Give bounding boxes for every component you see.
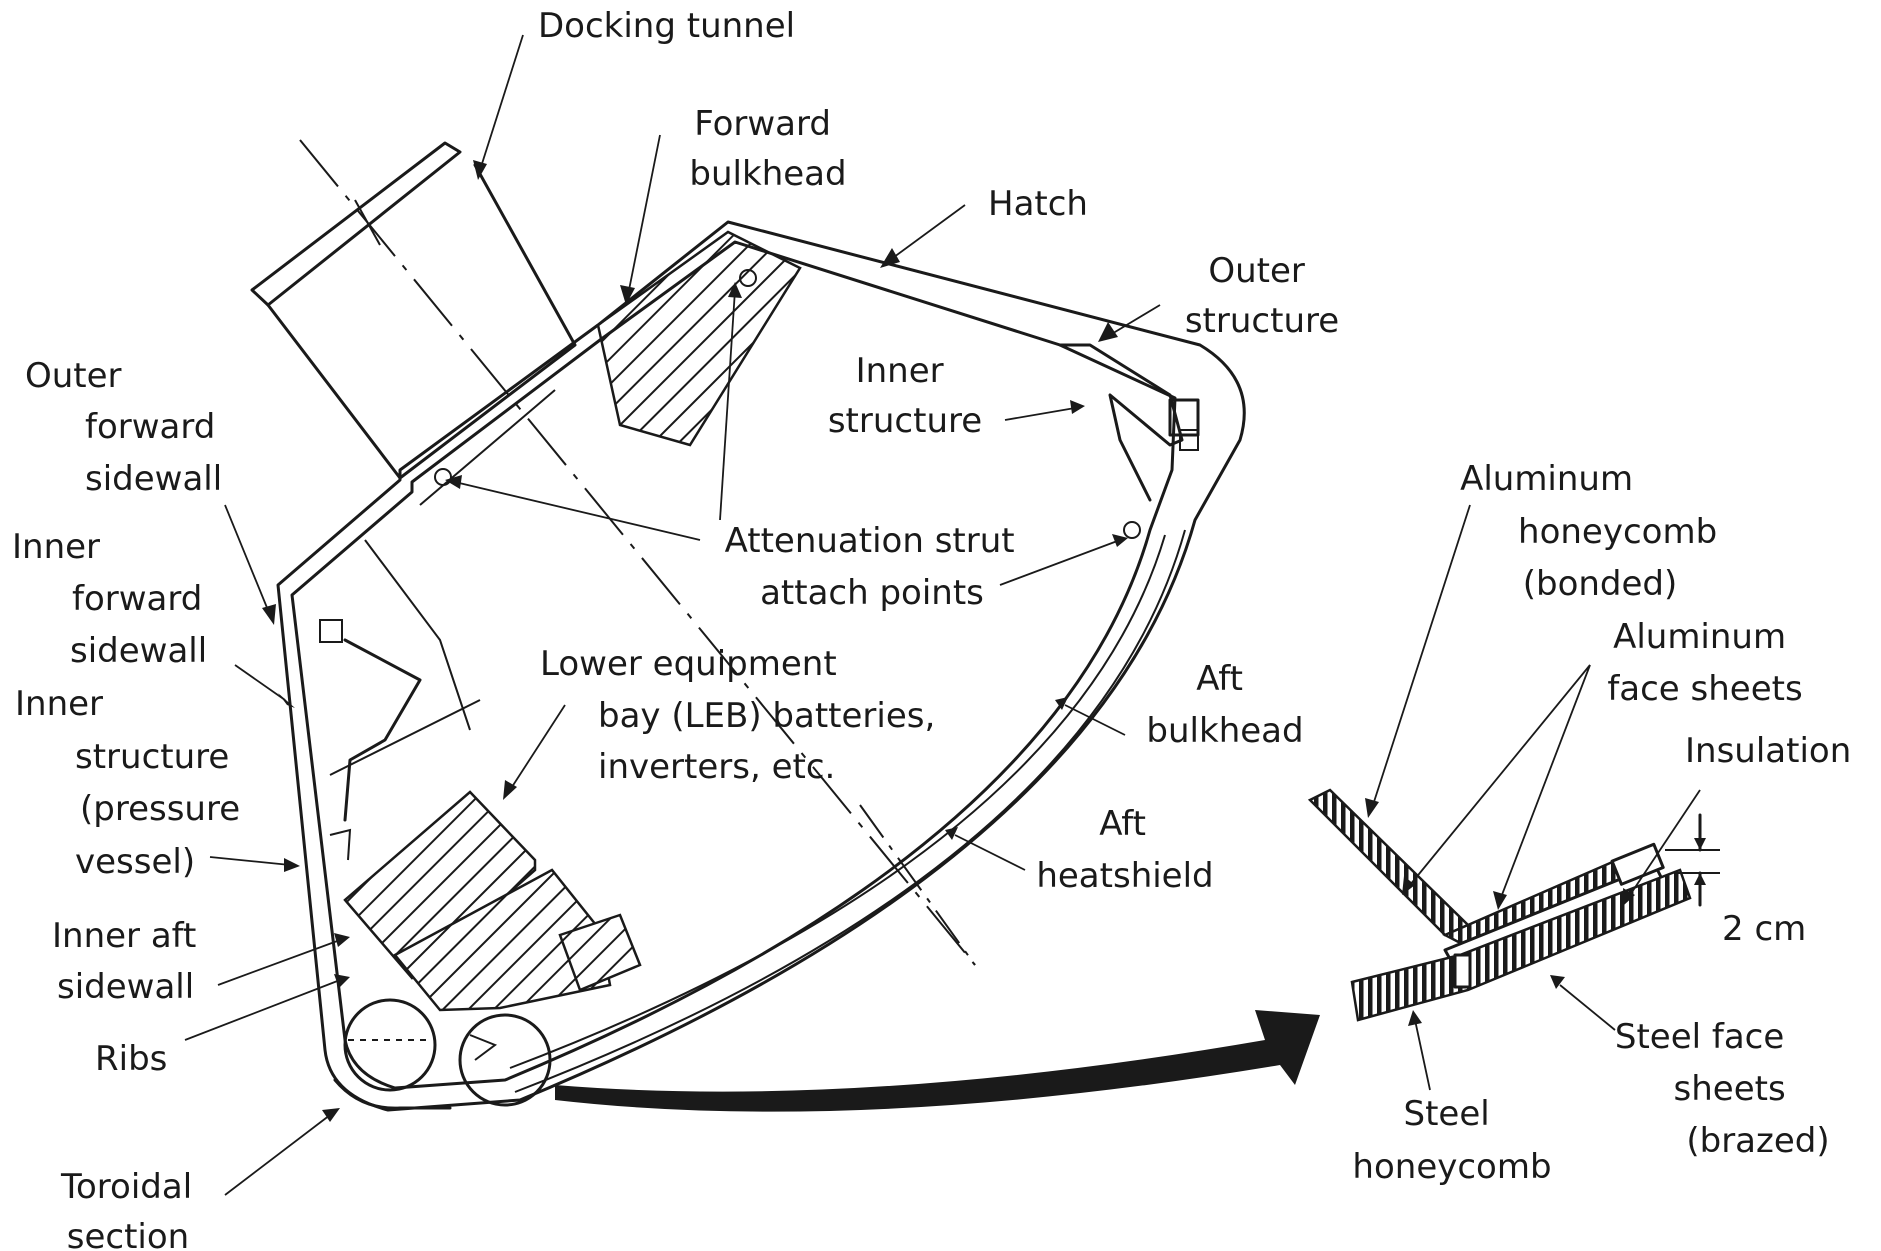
leb-block-lower xyxy=(393,868,612,1012)
label-ribs: Ribs xyxy=(95,1039,167,1079)
leb-block-small xyxy=(558,913,642,992)
label-thickness: 2 cm xyxy=(1722,909,1806,949)
label-outer-structure: Outer structure xyxy=(1185,251,1339,341)
labels: Docking tunnel Forward bulkhead Hatch Ou… xyxy=(12,6,1851,1251)
detail-arrow xyxy=(555,1010,1320,1112)
label-aft-heatshield: Aft heatshield xyxy=(1036,804,1213,896)
label-forward-bulkhead: Forward bulkhead xyxy=(689,104,846,194)
label-outer-forward-sidewall: Outer forward sidewall xyxy=(25,356,226,499)
leader-lines xyxy=(184,34,1701,1196)
label-lower-equipment-bay: Lower equipment bay (LEB) batteries, inv… xyxy=(540,644,946,787)
label-toroidal-section: Toroidal section xyxy=(60,1167,203,1251)
leb-block-upper xyxy=(343,790,537,980)
label-inner-structure-top: Inner structure xyxy=(828,351,982,441)
label-inner-forward-sidewall: Inner forward sidewall xyxy=(12,527,213,671)
label-steel-honeycomb: Steel honeycomb xyxy=(1352,1094,1551,1187)
label-steel-face-sheets: Steel face sheets (brazed) xyxy=(1615,1017,1830,1161)
inner-shell xyxy=(290,240,1177,1090)
heatshield-detail-inset xyxy=(1307,788,1720,1022)
docking-tunnel xyxy=(250,139,976,966)
toroidal-ring xyxy=(343,998,437,1092)
label-docking-tunnel: Docking tunnel xyxy=(538,6,795,46)
label-insulation: Insulation xyxy=(1685,731,1851,771)
label-aluminum-face-sheets: Aluminum face sheets xyxy=(1607,617,1802,709)
label-aft-bulkhead: Aft bulkhead xyxy=(1146,659,1303,751)
label-attenuation-strut: Attenuation strut attach points xyxy=(725,521,1026,613)
label-aluminum-honeycomb: Aluminum honeycomb (bonded) xyxy=(1460,459,1728,604)
detail-callout-circle xyxy=(458,1013,552,1107)
aluminum-honeycomb-strip xyxy=(1307,788,1471,937)
forward-bulkhead-block xyxy=(596,230,802,447)
capsule-section xyxy=(250,139,1246,1112)
label-hatch: Hatch xyxy=(988,184,1088,224)
label-inner-aft-sidewall: Inner aft sidewall xyxy=(52,916,207,1007)
label-inner-structure-pressure: Inner structure (pressure vessel) xyxy=(15,684,251,882)
